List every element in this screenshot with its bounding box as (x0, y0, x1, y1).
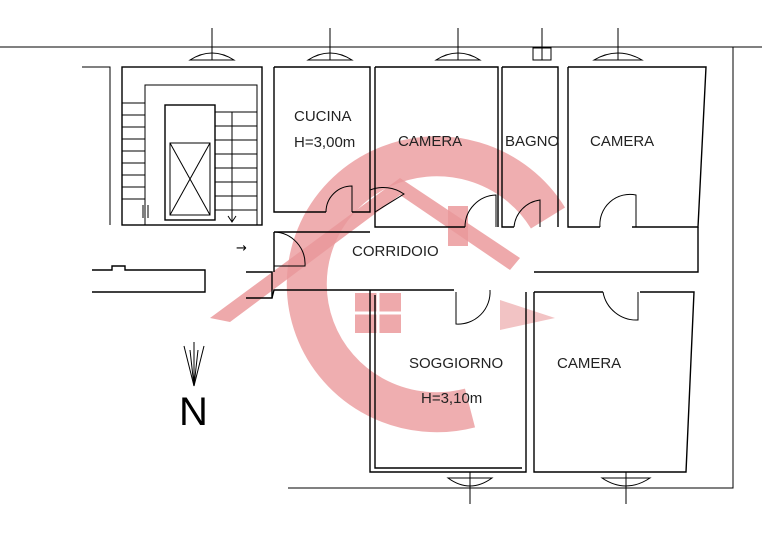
north-label: N (179, 390, 208, 434)
door-swings (273, 185, 639, 325)
building-outline (0, 46, 762, 489)
landing-wall: → (92, 241, 273, 299)
staircase (121, 66, 263, 226)
window-marker (532, 28, 552, 61)
room-label-corridoio: CORRIDOIO (352, 243, 439, 260)
room-label-bagno: BAGNO (505, 133, 559, 150)
house-logo-watermark (210, 136, 566, 433)
room-height-cucina: H=3,00m (294, 134, 355, 151)
stair-steps (122, 102, 257, 211)
room-label-camera-1: CAMERA (398, 133, 462, 150)
window-marker (592, 28, 644, 61)
north-arrow-icon (183, 342, 205, 387)
room-label-cucina: CUCINA (294, 108, 352, 125)
room-walls (271, 66, 707, 473)
window-marker (434, 28, 482, 61)
window-marker (600, 472, 652, 504)
lift-shaft (164, 104, 216, 221)
window-markers (188, 28, 652, 504)
window-marker (446, 472, 494, 504)
room-label-camera-3: CAMERA (557, 355, 621, 372)
window-marker (306, 28, 354, 61)
room-label-camera-2: CAMERA (590, 133, 654, 150)
entry-arrow-icon: → (236, 241, 247, 256)
room-height-soggiorno: H=3,10m (421, 390, 482, 407)
room-label-soggiorno: SOGGIORNO (409, 355, 503, 372)
window-marker (188, 28, 236, 61)
